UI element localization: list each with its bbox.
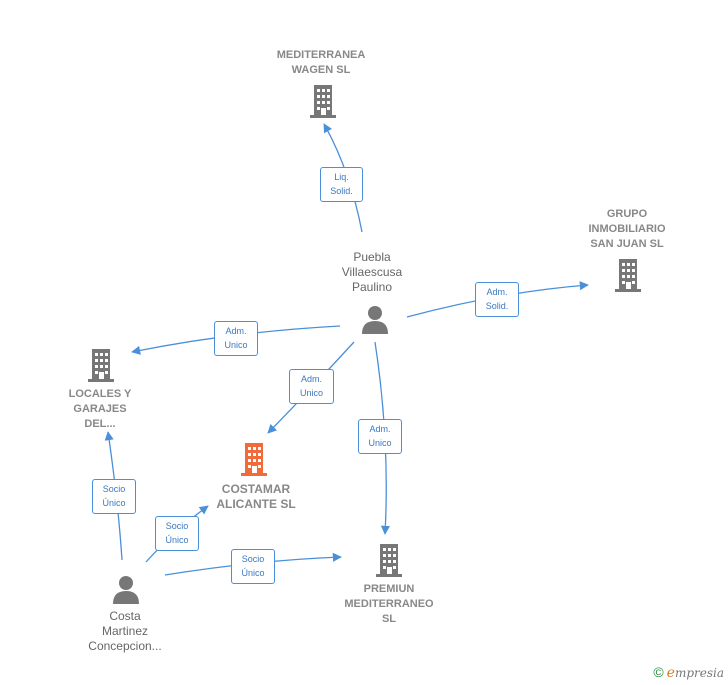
node-label-line: LOCALES Y <box>68 388 132 400</box>
person-icon-puebla[interactable] <box>359 304 391 334</box>
node-label-line: GARAJES <box>73 403 127 415</box>
node-label-line: ALICANTE SL <box>216 497 296 511</box>
node-label-line: COSTAMAR <box>221 482 291 496</box>
edge-label-line: Único <box>102 498 126 508</box>
node-label-puebla[interactable]: Puebla Villaescusa Paulino <box>322 250 422 295</box>
edge-label-line: Unico <box>224 340 248 350</box>
node-label-line: Martinez <box>101 624 148 638</box>
node-label-locales[interactable]: LOCALES Y GARAJES DEL... <box>50 387 150 432</box>
edge-label-line: Socio <box>102 484 126 494</box>
node-label-line: SL <box>381 613 397 625</box>
building-icon-locales[interactable] <box>85 348 117 382</box>
copyright-symbol: © <box>653 664 664 680</box>
node-label-line: Puebla <box>353 250 391 264</box>
person-icon-costa[interactable] <box>110 574 142 604</box>
building-icon-grupo-inmobiliario[interactable] <box>612 258 644 292</box>
node-label-line: SAN JUAN SL <box>590 238 664 250</box>
edge-label-line: Adm. <box>300 374 322 384</box>
node-label-line: PREMIUN <box>363 583 415 595</box>
node-label-line: Costa <box>109 609 141 623</box>
node-label-line: GRUPO <box>606 208 648 220</box>
building-icon-costamar[interactable] <box>238 442 270 476</box>
node-label-mediterranea-wagen[interactable]: MEDITERRANEA WAGEN SL <box>261 48 381 78</box>
edge-label-adm-unico-costamar[interactable]: Adm. Unico <box>289 369 334 404</box>
edge-label-line: Adm. <box>369 424 391 434</box>
edge-label-line: Socio <box>241 554 265 564</box>
edge-label-line: Solid. <box>330 186 353 196</box>
node-label-line: MEDITERRANEO <box>344 598 434 610</box>
node-label-premiun[interactable]: PREMIUN MEDITERRANEO SL <box>329 582 449 627</box>
edge-label-line: Unico <box>299 388 323 398</box>
building-icon-premiun[interactable] <box>373 543 405 577</box>
node-label-line: DEL... <box>84 418 116 430</box>
node-label-line: INMOBILIARIO <box>588 223 666 235</box>
edge-label-socio-premiun[interactable]: Socio Único <box>231 549 275 584</box>
edge-label-adm-unico-premiun[interactable]: Adm. Unico <box>358 419 402 454</box>
edge-label-socio-locales[interactable]: Socio Único <box>92 479 136 514</box>
edge-label-line: Único <box>165 535 189 545</box>
empresia-watermark: ©empresia <box>653 664 724 681</box>
edge-label-line: Adm. <box>486 287 508 297</box>
node-label-line: WAGEN SL <box>291 64 351 76</box>
node-label-grupo-inmobiliario[interactable]: GRUPO INMOBILIARIO SAN JUAN SL <box>570 207 684 252</box>
node-label-line: Villaescusa <box>341 265 403 279</box>
edge-label-line: Unico <box>368 438 392 448</box>
brand-name: mpresia <box>674 666 724 680</box>
node-label-line: MEDITERRANEA <box>276 49 366 61</box>
edge-label-liq-solid[interactable]: Liq. Solid. <box>320 167 363 202</box>
brand-initial: e <box>666 665 675 681</box>
edge-label-line: Único <box>241 568 265 578</box>
building-icon-mediterranea-wagen[interactable] <box>307 84 339 118</box>
edge-label-adm-unico-locales[interactable]: Adm. Unico <box>214 321 258 356</box>
edge-label-adm-solid[interactable]: Adm. Solid. <box>475 282 519 317</box>
edge-label-line: Solid. <box>485 301 509 311</box>
edge-label-socio-costamar[interactable]: Socio Único <box>155 516 199 551</box>
node-label-line: Concepcion... <box>88 639 162 653</box>
edge-label-line: Liq. <box>334 172 349 182</box>
edge-label-line: Adm. <box>225 326 247 336</box>
node-label-costa[interactable]: Costa Martinez Concepcion... <box>70 609 180 654</box>
edge-label-line: Socio <box>165 521 189 531</box>
node-label-line: Paulino <box>351 280 393 294</box>
node-label-costamar[interactable]: COSTAMAR ALICANTE SL <box>196 482 316 512</box>
